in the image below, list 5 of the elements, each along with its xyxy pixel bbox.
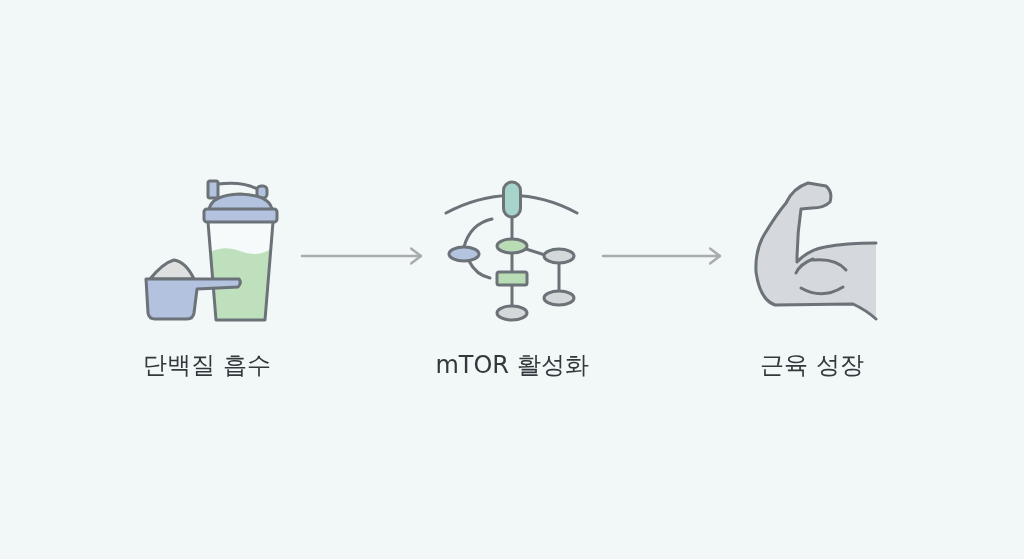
node-label: 단백질 흡수 — [143, 351, 271, 379]
arrow — [300, 247, 423, 265]
arrow — [601, 247, 722, 265]
node-label: 근육 성장 — [760, 351, 864, 379]
node-label: mTOR 활성화 — [435, 351, 589, 379]
